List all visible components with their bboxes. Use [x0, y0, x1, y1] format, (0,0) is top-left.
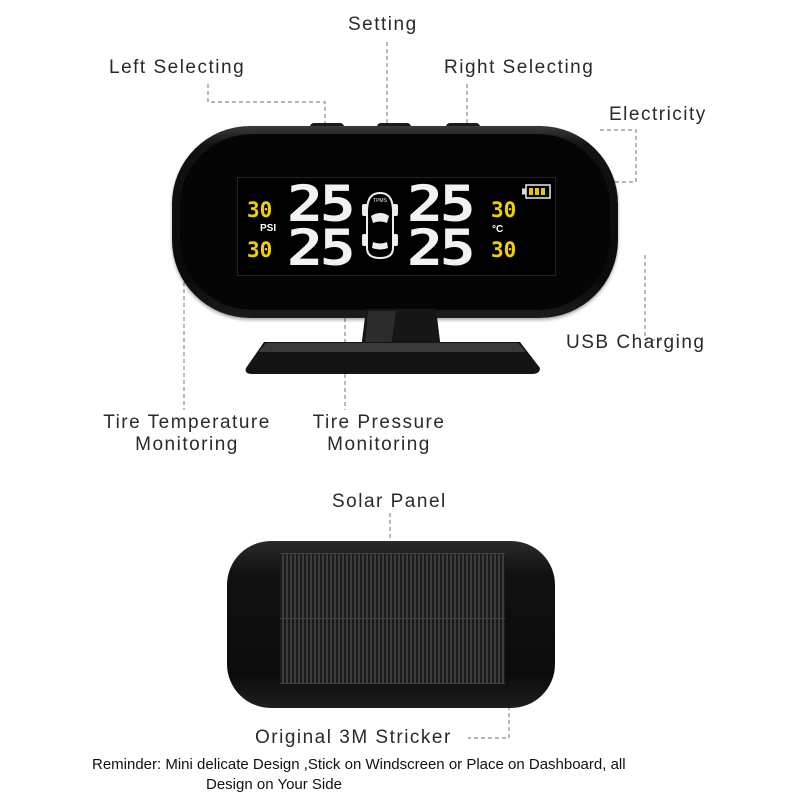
tire-temperature-label: Tire Temperature Monitoring [96, 412, 278, 456]
tpms-badge: TPMS [373, 198, 388, 204]
temp-front-right: 30 [491, 198, 517, 222]
reminder-line1: Reminder: Mini delicate Design ,Stick on… [92, 756, 626, 773]
usb-charging-line [644, 255, 665, 341]
car-icon: TPMS [362, 191, 398, 260]
temp-rear-left: 30 [247, 238, 273, 262]
electricity-label: Electricity [609, 104, 707, 125]
pressure-front-right: 25 [407, 175, 476, 233]
tire-pressure-line2: Monitoring [327, 434, 431, 455]
tire-temperature-line2: Monitoring [135, 434, 239, 455]
usb-charging-label: USB Charging [566, 332, 706, 353]
original-3m-label: Original 3M Stricker [255, 727, 452, 748]
stand-base [245, 342, 540, 374]
lcd-screen [237, 177, 556, 276]
reminder-text: Reminder: Mini delicate Design ,Stick on… [92, 755, 626, 795]
pressure-rear-right: 25 [407, 219, 476, 277]
setting-label: Setting [348, 14, 418, 35]
solar-cell-bottom [280, 618, 505, 684]
battery-icon [522, 184, 551, 199]
solar-cell-top [280, 553, 505, 619]
pressure-front-left: 25 [287, 175, 356, 233]
tire-pressure-label: Tire Pressure Monitoring [306, 412, 452, 456]
left-selecting-line [207, 84, 326, 124]
right-selecting-label: Right Selecting [444, 57, 595, 78]
pressure-rear-left: 25 [287, 219, 356, 277]
reminder-line2: Design on Your Side [206, 776, 342, 793]
left-selecting-label: Left Selecting [109, 57, 246, 78]
temp-rear-right: 30 [491, 238, 517, 262]
electricity-line [562, 129, 637, 183]
solar-panel-label: Solar Panel [332, 491, 447, 512]
temp-unit: °C [492, 224, 504, 235]
pressure-unit: PSI [260, 223, 277, 234]
tire-pressure-line1: Tire Pressure [312, 412, 446, 433]
temp-front-left: 30 [247, 198, 273, 222]
tire-temperature-line1: Tire Temperature [103, 412, 271, 433]
